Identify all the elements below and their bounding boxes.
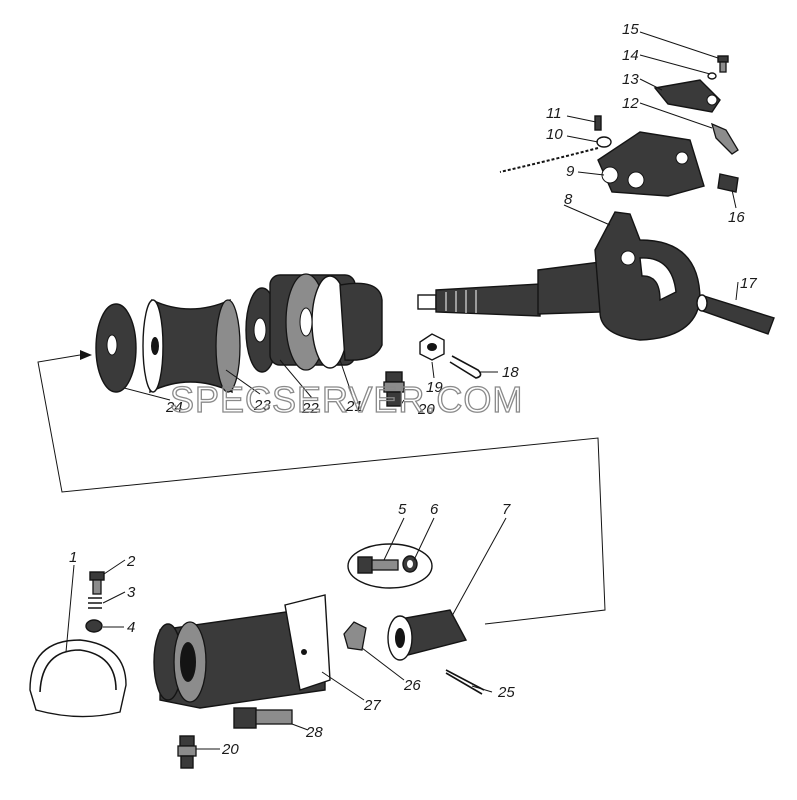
label-4: 4	[127, 619, 135, 636]
part-20-grease-fitting-lower	[177, 735, 197, 769]
label-6: 6	[430, 501, 439, 518]
label-19: 19	[426, 379, 443, 396]
part-24-washer	[95, 303, 137, 393]
leader-lines	[65, 31, 739, 750]
part-25-cotter-pin	[445, 669, 485, 695]
part-11-screw	[594, 115, 602, 131]
part-9-latch-bracket	[597, 131, 705, 197]
label-17: 17	[740, 275, 757, 292]
label-16: 16	[728, 209, 745, 226]
label-8: 8	[564, 191, 573, 208]
label-14: 14	[622, 47, 639, 64]
part-13-lever	[653, 79, 721, 113]
label-24: 24	[165, 399, 183, 416]
label-9: 9	[566, 163, 575, 180]
label-26: 26	[403, 677, 421, 694]
label-1: 1	[69, 549, 77, 566]
part-12-spring-clip	[710, 122, 739, 155]
part-6-nut	[402, 555, 418, 573]
label-20-lower: 20	[221, 741, 239, 758]
part-23-rubber-cushion	[142, 298, 241, 394]
label-5: 5	[398, 501, 407, 518]
label-11: 11	[546, 105, 562, 122]
label-10: 10	[546, 126, 563, 143]
part-18-cotter-pin	[449, 355, 482, 379]
label-22: 22	[301, 400, 319, 417]
label-25: 25	[497, 684, 515, 701]
label-15: 15	[622, 21, 639, 38]
part-5-bolt	[357, 556, 399, 574]
part-15-bolt	[717, 55, 729, 73]
label-12: 12	[622, 95, 639, 112]
part-7-castellated-nut	[387, 609, 468, 661]
part-2-screw	[89, 571, 105, 595]
part-20-grease-fitting-upper	[383, 371, 405, 407]
label-23: 23	[253, 397, 271, 414]
part-8-tow-hook	[417, 211, 701, 341]
part-3-spring	[88, 597, 102, 609]
label-28: 28	[305, 724, 323, 741]
part-27-main-housing	[153, 594, 331, 709]
part-17-pin	[696, 294, 775, 335]
part-16-bushing	[717, 173, 739, 193]
watermark-text: SPECSERVER.COM	[170, 379, 523, 420]
part-19-castle-nut	[419, 333, 445, 361]
label-27: 27	[363, 697, 381, 714]
part-21-housing	[269, 273, 383, 371]
label-2: 2	[126, 553, 136, 570]
part-4-ring	[85, 619, 103, 633]
part-26-lock-washer	[343, 621, 367, 651]
part-1-protective-cap	[29, 639, 127, 718]
label-3: 3	[127, 584, 136, 601]
callout-labels: 1 2 3 4 5 6 7 8 9 10 11 12 13 14 15 16 1…	[69, 21, 757, 758]
assembly-path-line	[37, 350, 606, 625]
label-7: 7	[502, 501, 511, 518]
part-28-bolt	[233, 707, 293, 729]
label-13: 13	[622, 71, 639, 88]
label-18: 18	[502, 364, 519, 381]
label-21: 21	[345, 398, 363, 415]
part-14-small-washer	[707, 72, 717, 80]
label-20-upper: 20	[417, 401, 435, 418]
